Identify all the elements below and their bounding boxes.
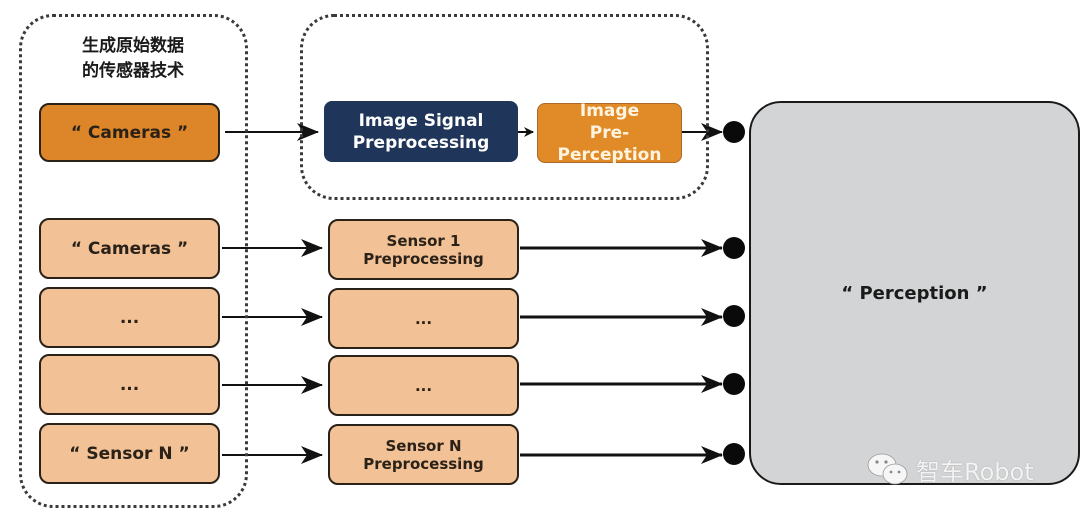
perception-input-port [723, 373, 745, 395]
sensor-source-box[interactable]: ... [39, 287, 220, 348]
sensor-group-title-line1: 生成原始数据 [82, 36, 184, 56]
preprocessing-label-line2: Preprocessing [363, 454, 484, 473]
perception-label: “ Perception ” [841, 282, 988, 304]
sensor-source-box[interactable]: ... [39, 354, 220, 415]
perception-input-port [723, 443, 745, 465]
sensor-source-label: “ Sensor N ” [69, 443, 190, 464]
camera-processing-group [300, 14, 709, 200]
camera-source-label: “ Cameras ” [70, 122, 189, 143]
preprocessing-label-line2: Preprocessing [363, 249, 484, 268]
sensor-source-label: ... [119, 374, 140, 395]
perception-input-port [723, 237, 745, 259]
watermark: 智车Robot [866, 451, 1034, 487]
perception-input-port [723, 305, 745, 327]
sensor-preprocessing-box[interactable]: Sensor 1 Preprocessing [328, 219, 519, 280]
image-pre-perception-box[interactable]: Image Pre-Perception [537, 101, 682, 165]
sensor-preprocessing-box[interactable]: ... [328, 288, 519, 349]
perception-input-port [723, 121, 745, 143]
sensor-source-label: ... [119, 307, 140, 328]
sensor-group-container [19, 14, 248, 508]
preprocessing-label-line1: Sensor 1 [386, 231, 461, 250]
wechat-icon [867, 453, 908, 485]
camera-source-box[interactable]: “ Cameras ” [39, 103, 220, 162]
preprocessing-label-line1: ... [414, 309, 433, 328]
sensor-group-title: 生成原始数据 的传感器技术 [40, 34, 226, 84]
sensor-source-label: “ Cameras ” [70, 238, 189, 259]
sensor-preprocessing-box[interactable]: Sensor N Preprocessing [328, 424, 519, 485]
sensor-source-box[interactable]: “ Cameras ” [39, 218, 220, 279]
preprocessing-label-line1: Sensor N [385, 436, 462, 455]
watermark-text: 智车Robot [916, 457, 1034, 486]
ipp-label-line1: Image [579, 101, 640, 121]
image-signal-preprocessing-box[interactable]: Image Signal Preprocessing [324, 101, 518, 162]
ipp-label-line2: Pre-Perception [557, 123, 662, 165]
sensor-preprocessing-box[interactable]: ... [328, 355, 519, 416]
sensor-group-title-line2: 的传感器技术 [82, 61, 184, 81]
sensor-source-box[interactable]: “ Sensor N ” [39, 423, 220, 484]
isp-label-line2: Preprocessing [352, 132, 490, 153]
isp-label-line1: Image Signal [358, 110, 484, 131]
perception-box[interactable]: “ Perception ” [749, 101, 1080, 485]
preprocessing-label-line1: ... [414, 376, 433, 395]
